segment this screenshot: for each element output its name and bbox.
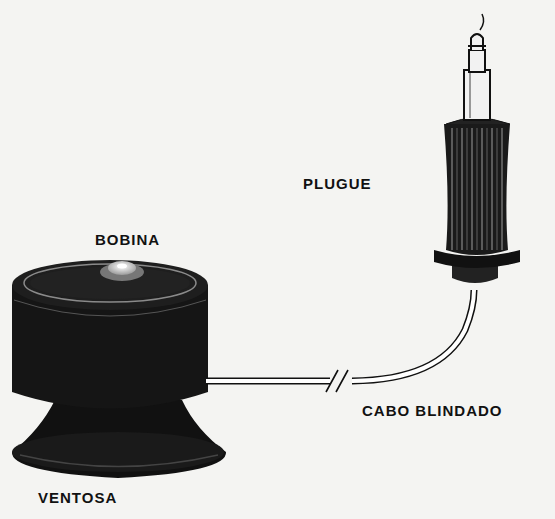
plug-rib [476, 128, 477, 250]
plug-rib [466, 128, 467, 250]
plug-ribs [452, 128, 502, 250]
plug-rib [501, 128, 502, 250]
shielded-cable [206, 290, 474, 392]
part-label: CABO BLINDADO [362, 403, 503, 420]
suction-cup [12, 400, 226, 478]
part-label: PLUGUE [303, 176, 372, 193]
pickup-body [12, 260, 208, 409]
plug-rib [496, 128, 497, 250]
part-label: VENTOSA [38, 490, 117, 507]
plug-rib [451, 128, 452, 250]
plug-rib [471, 128, 472, 250]
plug-rib [491, 128, 492, 250]
plug-rib [456, 128, 457, 250]
plug-rib [486, 128, 487, 250]
plug-rib [481, 128, 482, 250]
plug [434, 14, 520, 283]
coil [100, 261, 144, 281]
plug-rib [461, 128, 462, 250]
part-label: BOBINA [95, 232, 160, 249]
